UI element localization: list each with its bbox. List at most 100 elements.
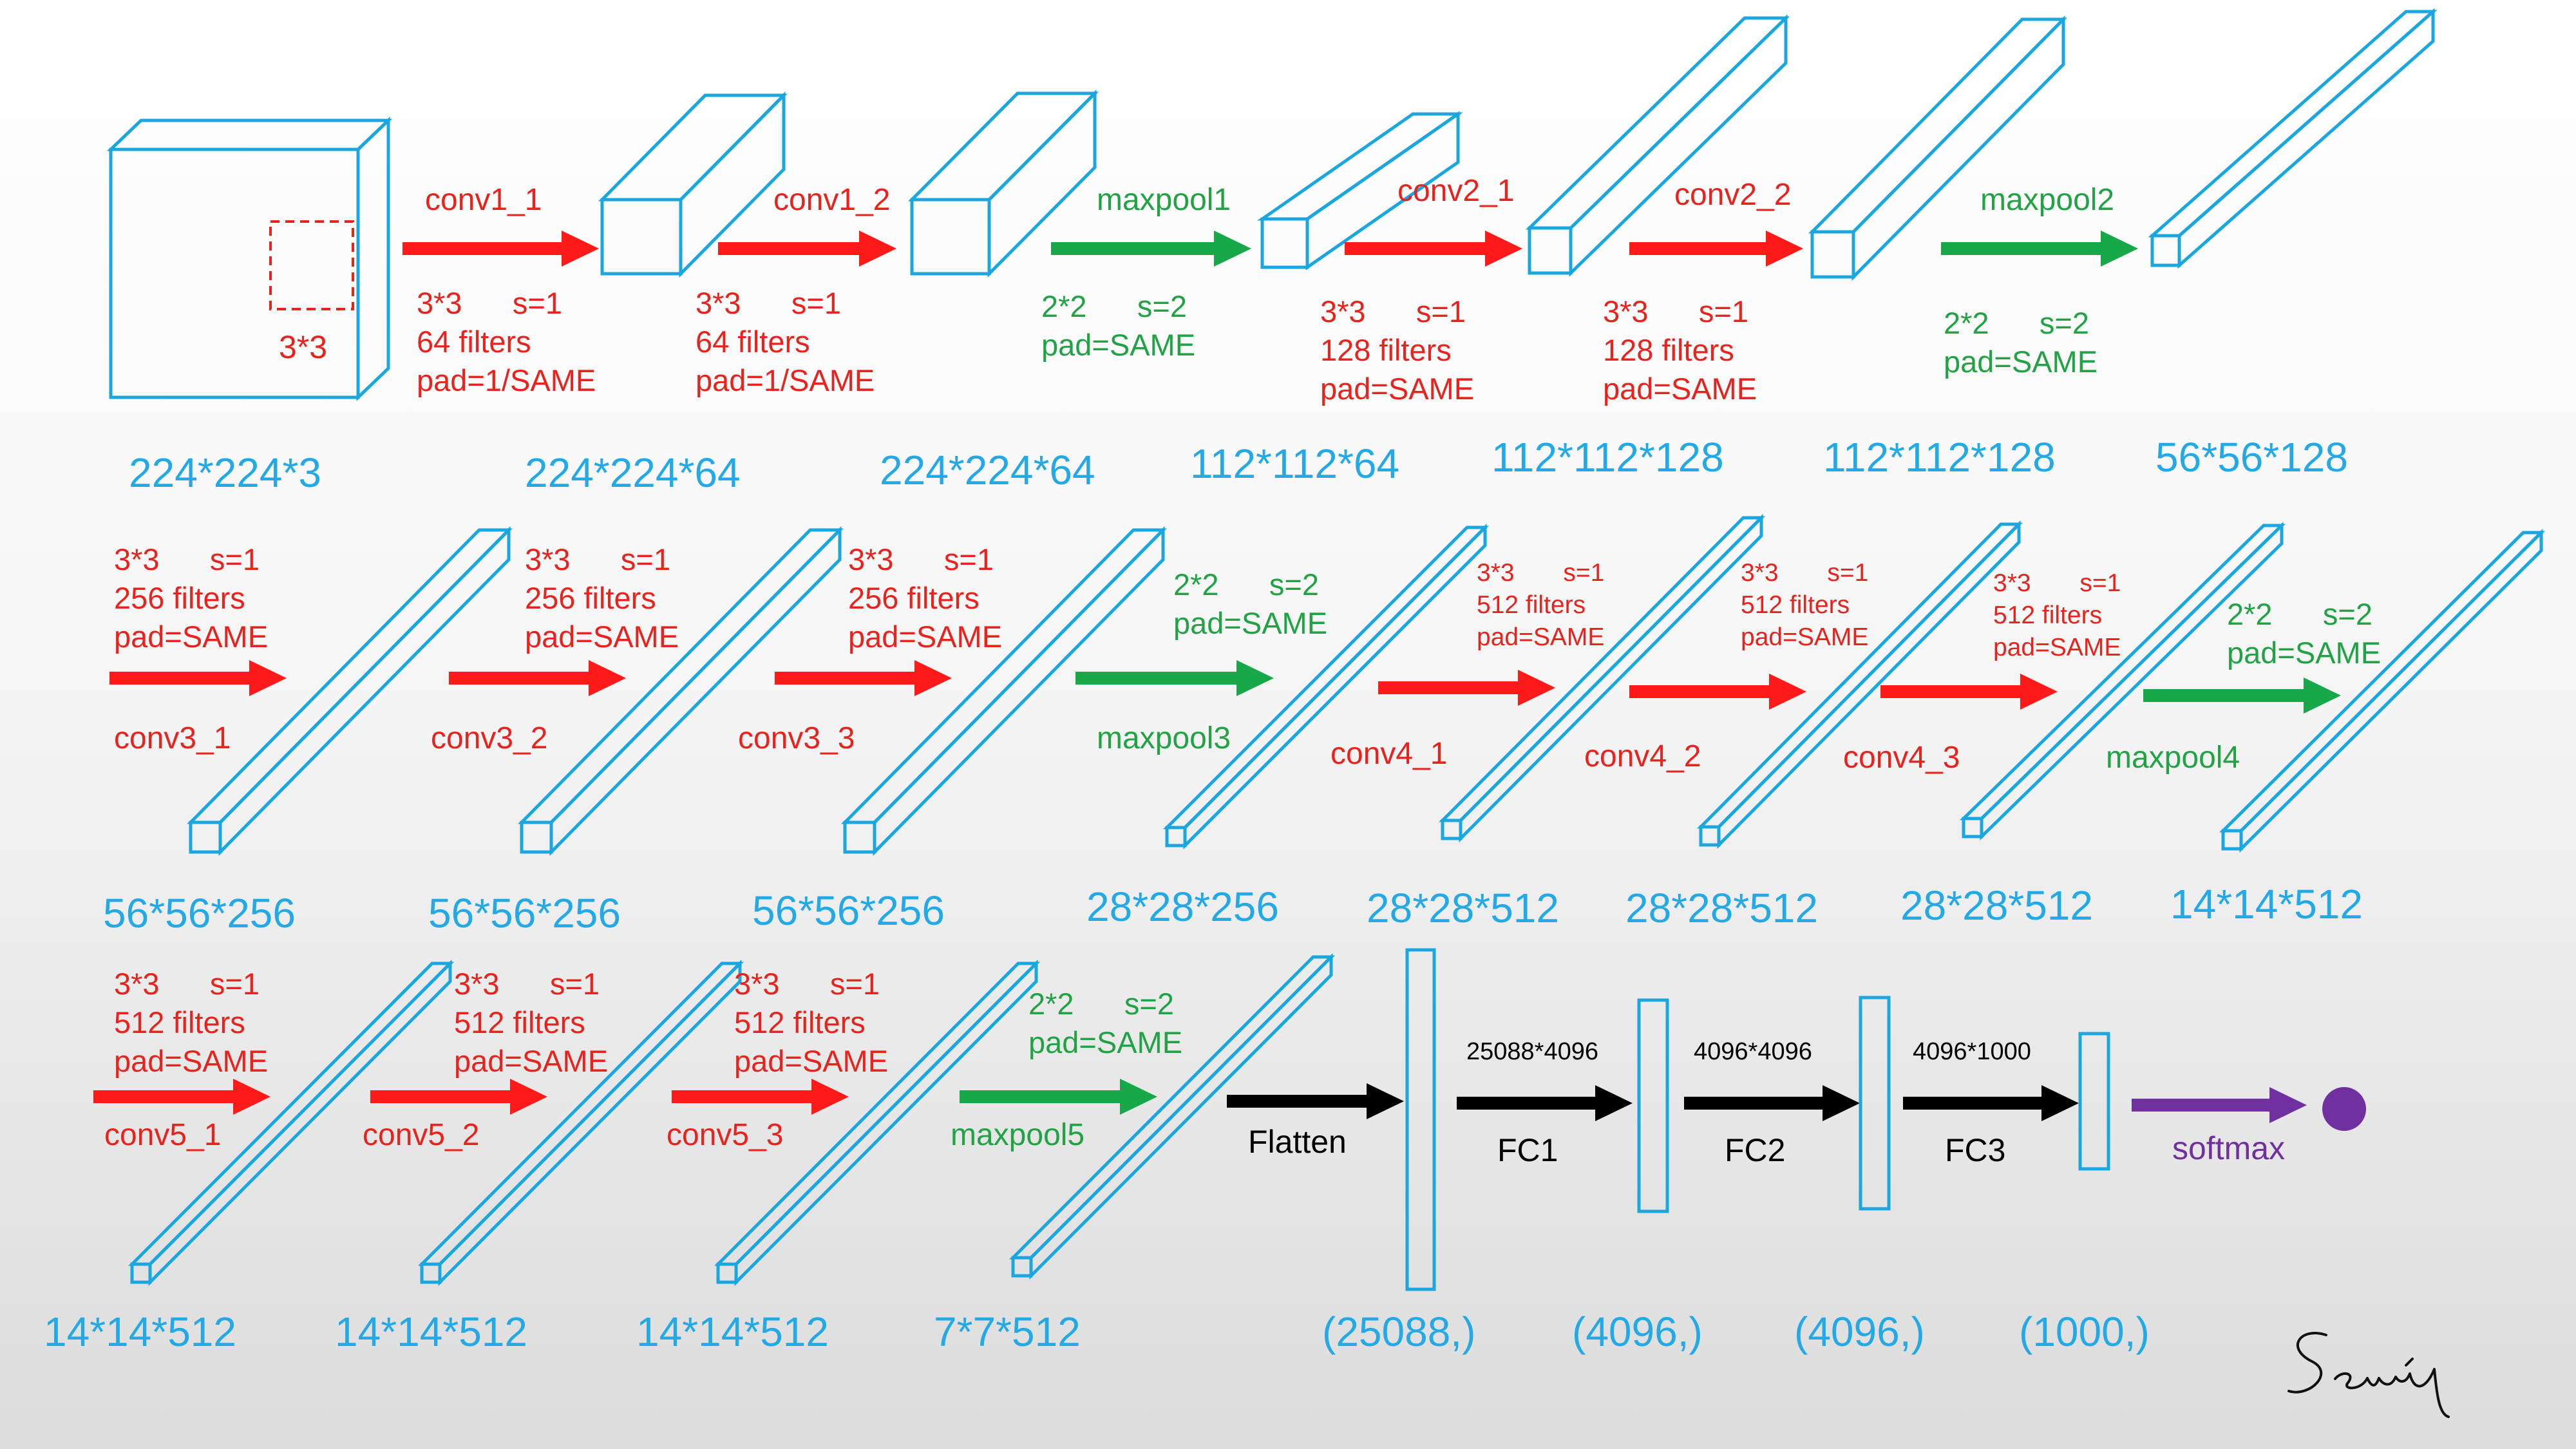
layer-param: pad=SAME bbox=[1041, 328, 1195, 362]
feature-map-box bbox=[1438, 513, 1766, 843]
layer-name: FC3 bbox=[1945, 1132, 2005, 1168]
conv-arrow bbox=[1629, 674, 1806, 710]
layer-param: pad=SAME bbox=[114, 1044, 268, 1078]
output-shape: 14*14*512 bbox=[2170, 881, 2363, 927]
output-shape: 112*112*128 bbox=[1823, 434, 2056, 480]
output-shape: (25088,) bbox=[1322, 1309, 1475, 1355]
layer-param: 3*3 s=1 bbox=[1741, 559, 1868, 587]
output-shape: 28*28*256 bbox=[1086, 884, 1279, 930]
layer-name: conv4_1 bbox=[1331, 737, 1447, 771]
fc-arrow bbox=[1684, 1085, 1860, 1121]
layer-param: pad=1/SAME bbox=[696, 363, 875, 397]
feature-map-box bbox=[714, 959, 1041, 1287]
conv-arrow bbox=[672, 1079, 849, 1115]
layer-param: pad=SAME bbox=[1320, 372, 1474, 406]
layer-name: conv1_2 bbox=[773, 183, 890, 217]
softmax-output-node bbox=[2322, 1087, 2366, 1131]
layer-name: FC1 bbox=[1497, 1132, 1558, 1168]
conv-arrow bbox=[1629, 231, 1803, 267]
feature-map-box bbox=[907, 89, 1099, 278]
output-shape: 14*14*512 bbox=[335, 1309, 527, 1355]
pool-arrow bbox=[1075, 660, 1274, 696]
output-shape: 112*112*128 bbox=[1492, 434, 1724, 480]
output-shape: 56*56*256 bbox=[752, 887, 945, 934]
layer-maxpool5: maxpool5 2*2 s=2 pad=SAME 7*7*512 bbox=[934, 952, 1336, 1355]
layer-param: 3*3 s=1 bbox=[1320, 294, 1466, 328]
feature-map-box bbox=[2219, 528, 2546, 853]
output-shape: 56*56*256 bbox=[103, 890, 296, 936]
layer-param: 128 filters bbox=[1320, 333, 1452, 367]
kernel-label: 3*3 bbox=[279, 329, 327, 365]
feature-map-box bbox=[1959, 522, 2286, 840]
layer-name: conv1_1 bbox=[425, 183, 542, 217]
layer-name: conv2_1 bbox=[1397, 174, 1514, 208]
layer-param: pad=SAME bbox=[1477, 623, 1604, 651]
layer-param: 512 filters bbox=[1993, 601, 2102, 629]
output-shape: 14*14*512 bbox=[636, 1309, 829, 1355]
conv-arrow bbox=[1378, 670, 1555, 706]
softmax-arrow bbox=[2132, 1087, 2307, 1123]
layer-conv2_1: conv2_1 3*3 s=1 128 filters pad=SAME 112*112… bbox=[1320, 14, 1790, 480]
layer-param: 2*2 s=2 bbox=[1041, 289, 1187, 323]
layer-param: pad=SAME bbox=[2227, 636, 2381, 670]
output-shape: 224*224*64 bbox=[525, 450, 741, 496]
pool-arrow bbox=[2143, 677, 2341, 714]
softmax-label: softmax bbox=[2172, 1130, 2285, 1166]
kernel-window bbox=[269, 220, 354, 310]
feature-map-box bbox=[417, 959, 744, 1287]
layer-name: conv4_2 bbox=[1584, 739, 1701, 773]
output-shape: 7*7*512 bbox=[934, 1309, 1081, 1355]
layer-name: maxpool1 bbox=[1097, 183, 1231, 217]
layer-param: pad=SAME bbox=[525, 620, 679, 654]
conv-arrow bbox=[109, 660, 287, 696]
layer-param: 2*2 s=2 bbox=[1173, 567, 1319, 601]
flatten-stage: Flatten (25088,) bbox=[1227, 948, 1475, 1355]
feature-map-box bbox=[1162, 523, 1490, 850]
layer-name: maxpool5 bbox=[951, 1118, 1084, 1152]
output-shape: 56*56*128 bbox=[2155, 434, 2348, 480]
layer-param: 3*3 s=1 bbox=[114, 967, 260, 1001]
output-shape: (1000,) bbox=[2019, 1309, 2150, 1355]
row-1-layers: conv1_1 3*3 s=1 64 filters pad=1/SAME 224*22… bbox=[402, 8, 2438, 496]
layer-param: pad=SAME bbox=[1028, 1025, 1182, 1059]
pool-arrow bbox=[960, 1079, 1157, 1115]
layer-param: 2*2 s=2 bbox=[1944, 306, 2089, 340]
layer-name: maxpool4 bbox=[2106, 741, 2240, 775]
layer-param: 2*2 s=2 bbox=[1028, 987, 1174, 1021]
flatten-label: Flatten bbox=[1248, 1124, 1347, 1160]
layer-param: 64 filters bbox=[417, 325, 531, 359]
feature-map-box bbox=[2148, 8, 2438, 269]
conv-arrow bbox=[402, 231, 599, 267]
fc-arrow bbox=[1903, 1085, 2079, 1121]
layer-name: maxpool3 bbox=[1097, 721, 1231, 755]
layer-param: pad=SAME bbox=[1741, 623, 1868, 651]
layer-param: 3*3 s=1 bbox=[734, 967, 880, 1001]
layer-param: 512 filters bbox=[1477, 591, 1586, 619]
feature-map-box bbox=[518, 526, 844, 857]
conv-arrow bbox=[1345, 231, 1522, 267]
layer-param: pad=SAME bbox=[848, 620, 1002, 654]
output-shape: 28*28*512 bbox=[1367, 885, 1559, 931]
fc-arrow bbox=[1457, 1085, 1633, 1121]
layer-param: pad=SAME bbox=[114, 620, 268, 654]
layer-conv1_2: conv1_23*3 s=164 filterspad=1/SAME224*22… bbox=[696, 89, 1099, 493]
output-shape: 56*56*256 bbox=[428, 890, 621, 936]
conv-arrow bbox=[93, 1079, 270, 1115]
handwritten-signature bbox=[2287, 1332, 2450, 1418]
layer-name: FC2 bbox=[1725, 1132, 1785, 1168]
output-shape: 28*28*512 bbox=[1900, 882, 2093, 929]
feature-map-box bbox=[1525, 14, 1790, 277]
fc-dims: 25088*4096 bbox=[1466, 1038, 1598, 1065]
softmax-stage: softmax bbox=[2132, 1087, 2366, 1166]
layer-param: 3*3 s=1 bbox=[525, 542, 670, 576]
